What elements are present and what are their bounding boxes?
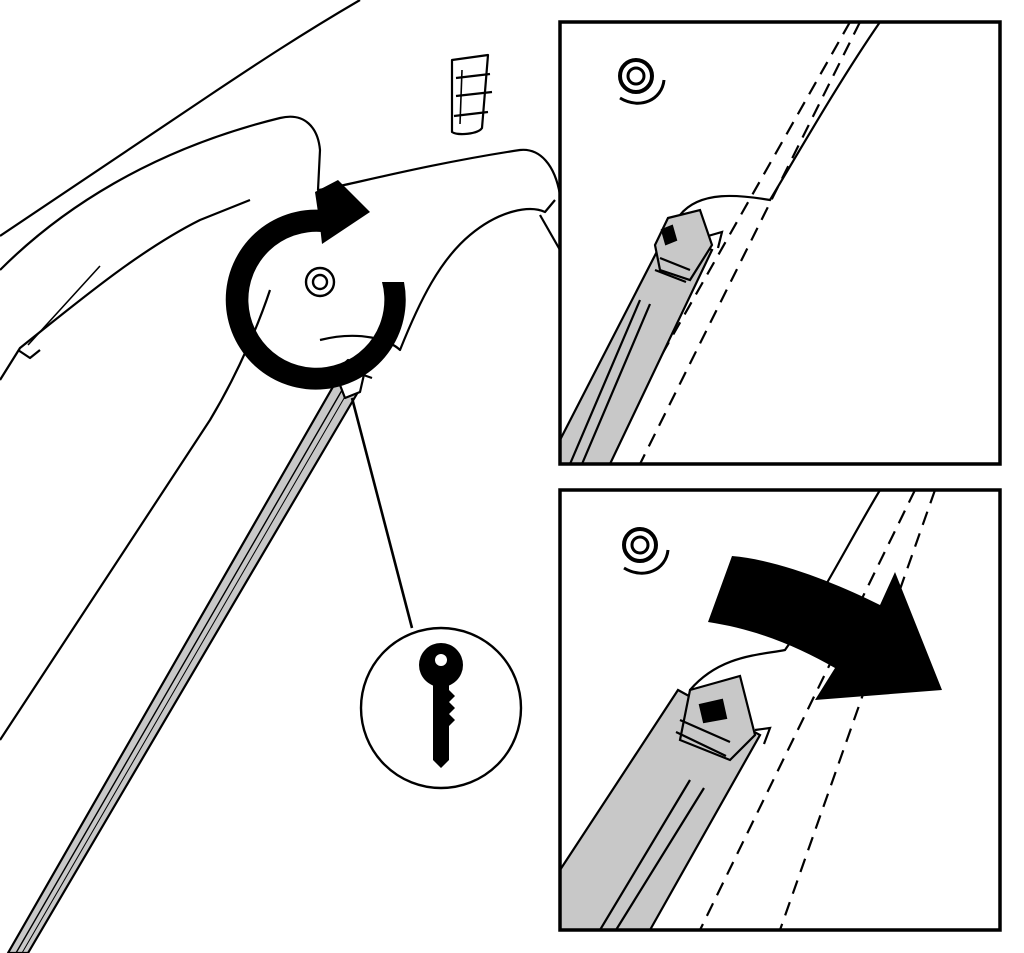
key-icon	[419, 643, 463, 768]
shell-long-edge	[0, 289, 272, 741]
key-callout	[359, 626, 523, 790]
dashed-guide-1	[639, 22, 861, 464]
pivot-bolt-icon	[622, 527, 670, 575]
shell-slot	[27, 265, 101, 346]
vent-icon	[450, 53, 493, 136]
detail-panel-top	[558, 20, 1002, 466]
callout-leader	[350, 397, 414, 629]
swing-arrow-icon	[708, 556, 942, 700]
detail-panel-bottom	[558, 488, 1002, 932]
dashed-guide-2	[699, 490, 916, 930]
arm-profile	[319, 199, 556, 352]
shell-outline-inner	[0, 115, 562, 271]
pivot-bolt-icon	[304, 266, 336, 298]
clockwise-arrow-icon	[225, 180, 406, 390]
main-view	[0, 0, 562, 953]
shell-notch	[17, 349, 41, 360]
pivot-bolt-icon	[618, 58, 666, 105]
shell-edge-lower	[0, 198, 251, 381]
shell-outline-top	[0, 0, 361, 237]
arm-profile-lower	[539, 214, 561, 251]
dashed-guide-1	[778, 490, 937, 930]
